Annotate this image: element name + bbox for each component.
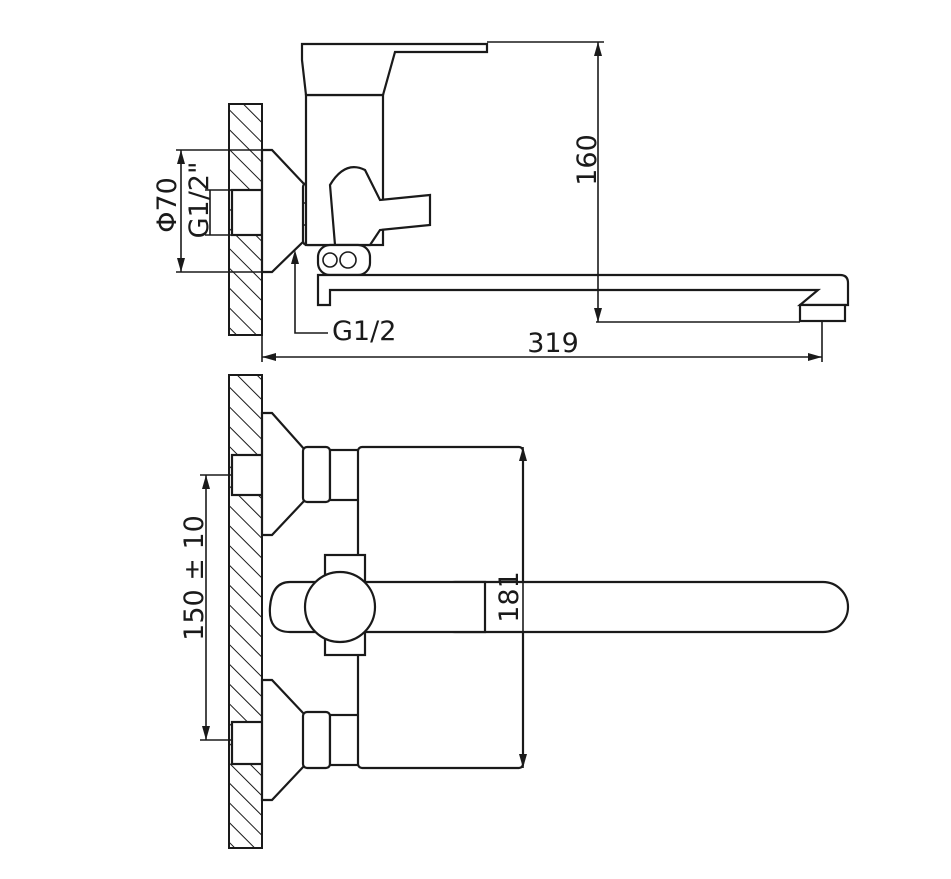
front-view: 181 150 ± 10 [179,374,850,849]
handle-top [300,42,489,97]
spout-front [428,580,850,634]
lever-handle [268,580,487,634]
reach-dimension-label: 319 [527,328,579,359]
side-view: 160 319 Φ70 G1/2" G1/2 [152,41,850,362]
diverter-knob [328,166,432,247]
centers-dimension-label: 150 ± 10 [179,515,210,641]
lower-flange [260,678,307,802]
body-height-label: 181 [494,571,525,623]
height-dimension-label: 160 [572,134,603,186]
aerator [798,303,847,323]
lower-connector [328,713,362,767]
handle-hub [303,570,377,644]
spout-collar [316,243,372,277]
upper-flange [260,411,307,537]
outlet-thread-label: G1/2 [332,316,396,347]
inlet-thread-label: G1/2" [184,162,215,239]
upper-nipple [230,453,266,497]
upper-hex-nut [301,445,332,504]
wall-flange [260,148,307,274]
upper-connector [328,448,362,502]
lower-nipple [230,720,266,766]
spout-side [316,273,850,307]
inlet-nipple [230,188,264,237]
wall-section-bottom [228,374,263,849]
flange-diameter-label: Φ70 [152,177,183,233]
lower-hex-nut [301,710,332,770]
